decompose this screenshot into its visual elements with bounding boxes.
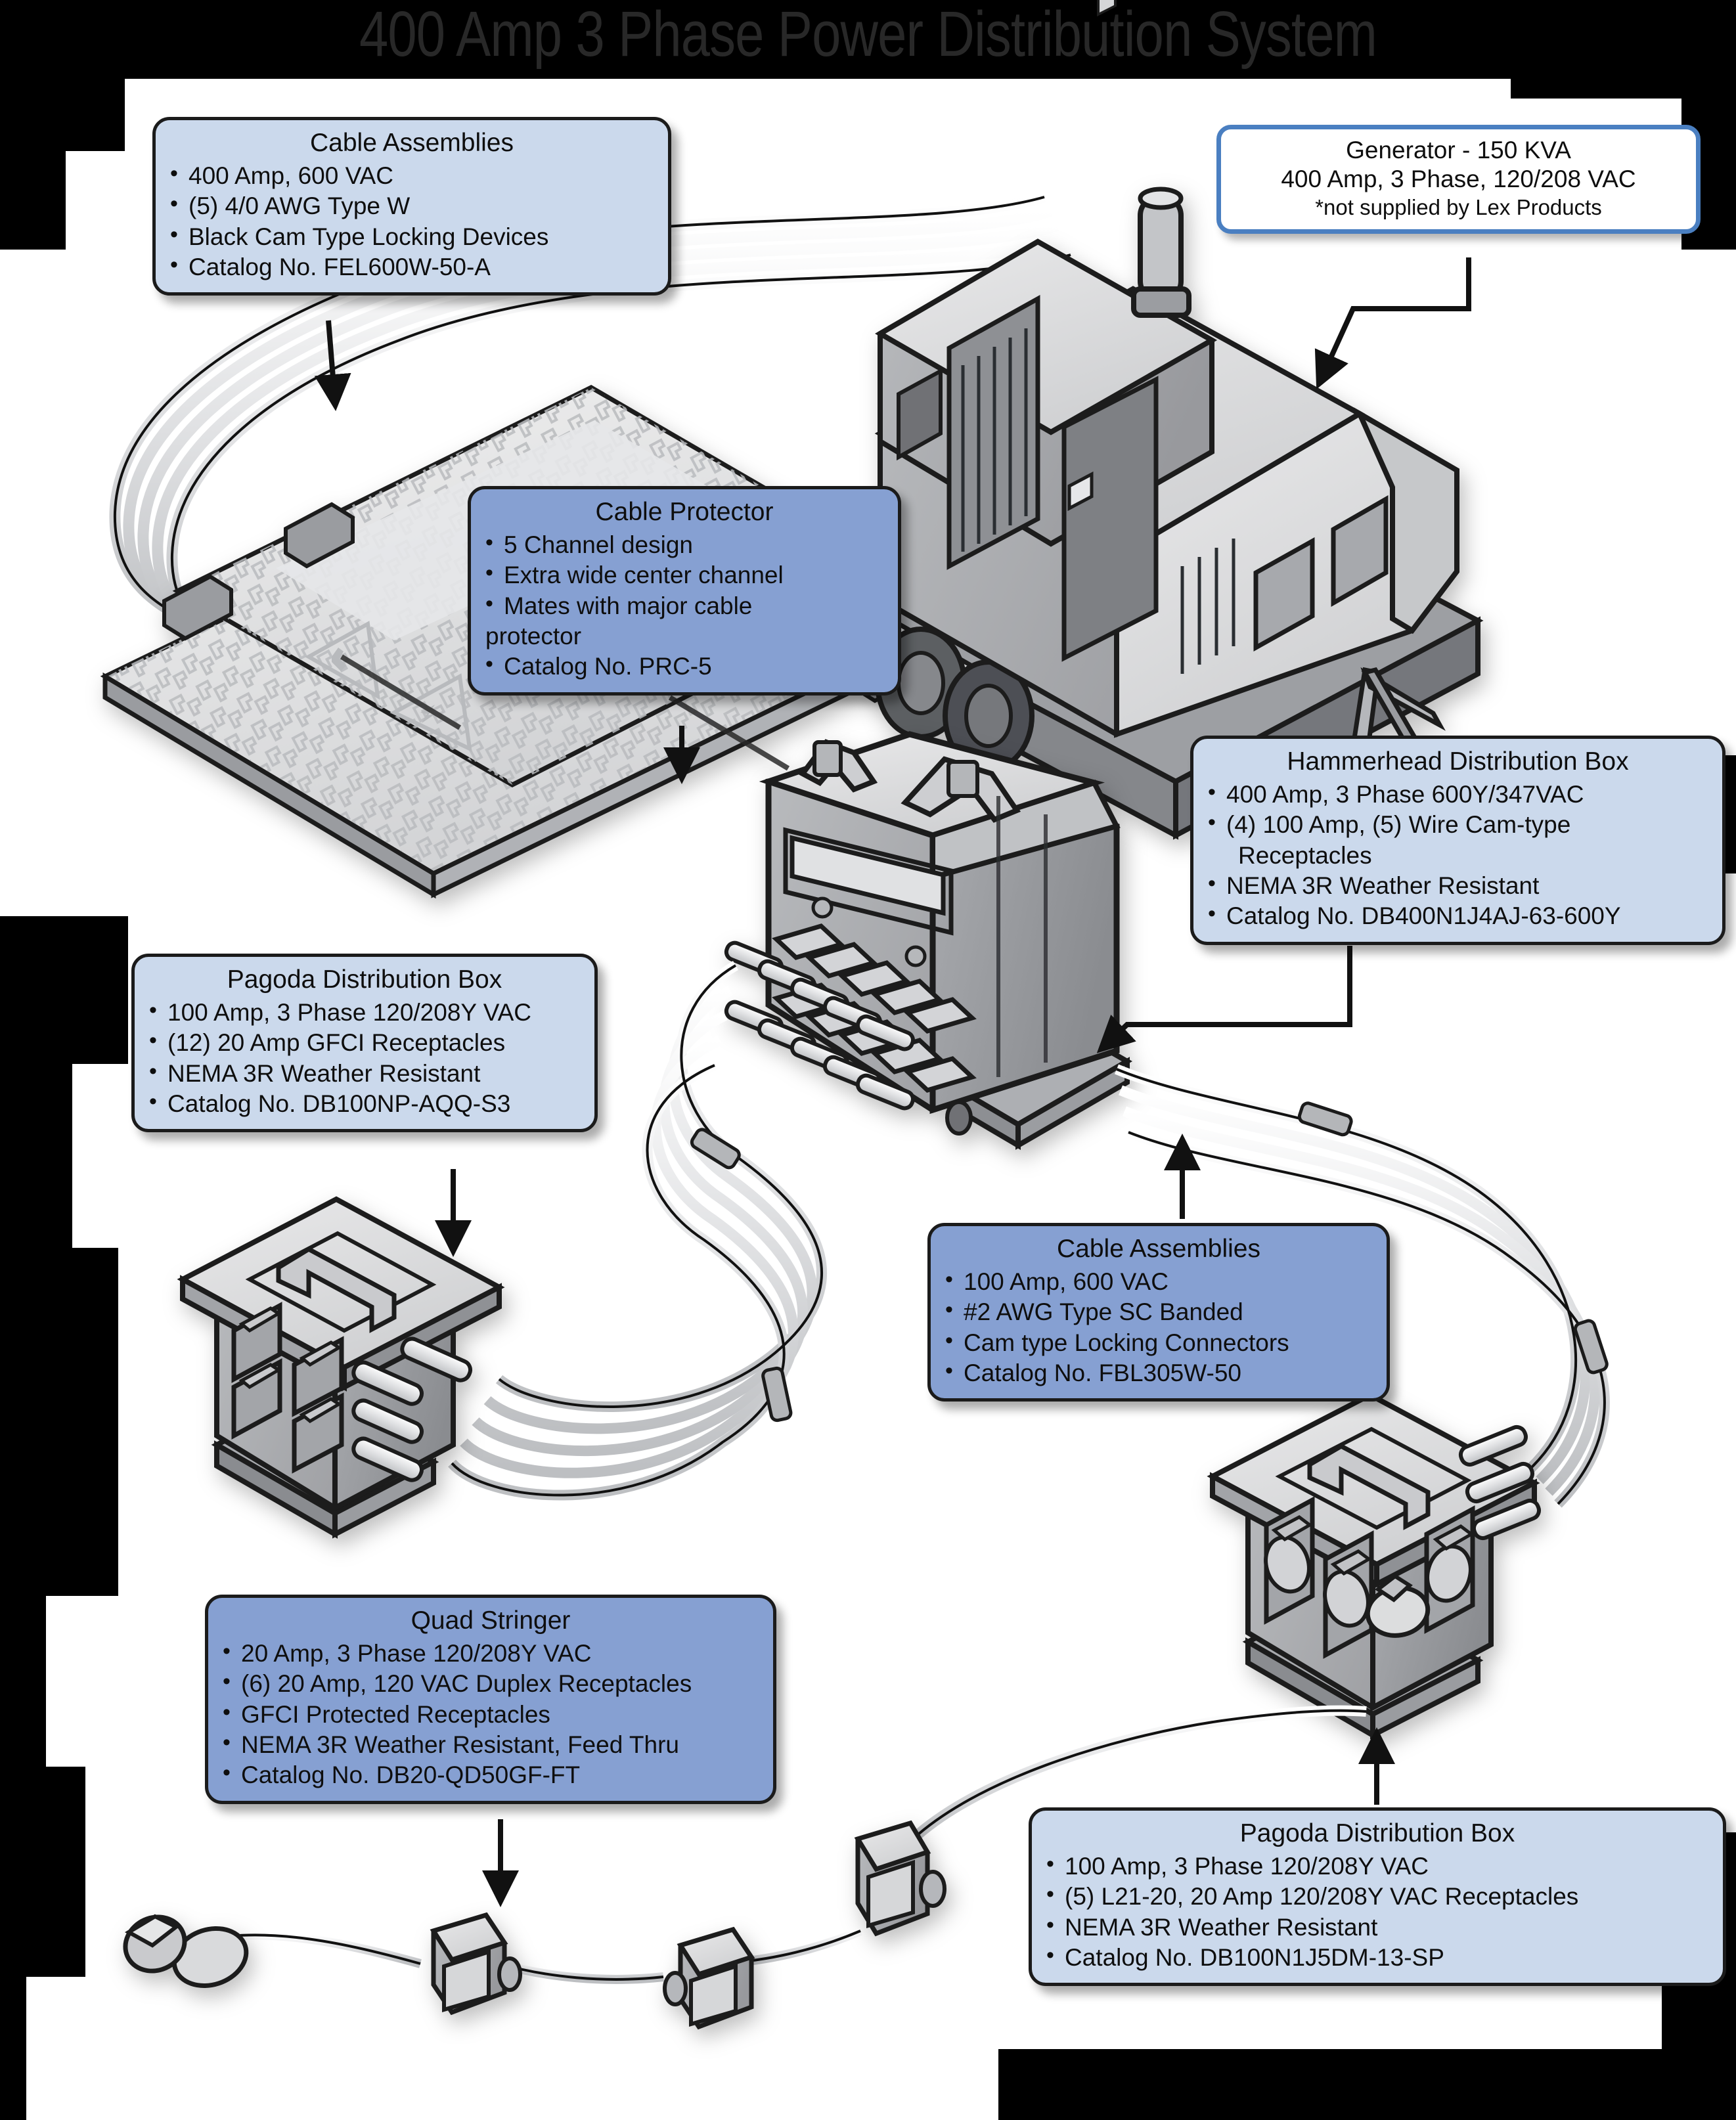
- callout-bullet-list: 400 Amp, 600 VAC (5) 4/0 AWG Type W Blac…: [166, 160, 657, 282]
- generator-line-1: Generator - 150 KVA: [1346, 137, 1571, 164]
- bullet-item: NEMA 3R Weather Resistant: [1042, 1912, 1712, 1942]
- bullet-item: Catalog No. DB100NP-AQQ-S3: [145, 1088, 584, 1118]
- callout-generator: Generator - 150 KVA 400 Amp, 3 Phase, 12…: [1216, 125, 1701, 234]
- callout-pagoda-top: Pagoda Distribution Box 100 Amp, 3 Phase…: [131, 954, 598, 1133]
- callout-quad-stringer: Quad Stringer 20 Amp, 3 Phase 120/208Y V…: [205, 1595, 776, 1804]
- callout-cable-assemblies-400: Cable Assemblies 400 Amp, 600 VAC (5) 4/…: [152, 117, 671, 296]
- bullet-item: Catalog No. DB400N1J4AJ-63-600Y: [1204, 900, 1712, 931]
- bullet-item: 400 Amp, 3 Phase 600Y/347VAC: [1204, 779, 1712, 809]
- bullet-item: Catalog No. FEL600W-50-A: [166, 252, 657, 282]
- bullet-item: (6) 20 Amp, 120 VAC Duplex Receptacles: [219, 1668, 763, 1698]
- bullet-item: 5 Channel design: [481, 529, 887, 560]
- page-title: 400 Amp 3 Phase Power Distribution Syste…: [359, 0, 1377, 70]
- bullet-item: Extra wide center channel: [481, 560, 887, 590]
- callout-bullet-list: 20 Amp, 3 Phase 120/208Y VAC (6) 20 Amp,…: [219, 1638, 763, 1790]
- bullet-item: NEMA 3R Weather Resistant, Feed Thru: [219, 1729, 763, 1759]
- callout-cable-assemblies-100: Cable Assemblies 100 Amp, 600 VAC #2 AWG…: [927, 1223, 1390, 1402]
- bullet-item-continuation: Receptacles: [1238, 841, 1372, 869]
- bullet-item: 100 Amp, 600 VAC: [941, 1266, 1376, 1296]
- bullet-item: Catalog No. PRC-5: [481, 651, 887, 681]
- callout-bullet-list: 5 Channel design Extra wide center chann…: [481, 529, 887, 682]
- bullet-item: #2 AWG Type SC Banded: [941, 1296, 1376, 1327]
- bullet-item: (4) 100 Amp, (5) Wire Cam-type: [1204, 809, 1712, 839]
- callout-pagoda-bottom: Pagoda Distribution Box 100 Amp, 3 Phase…: [1029, 1807, 1726, 1987]
- callout-heading: Pagoda Distribution Box: [1239, 1819, 1515, 1847]
- bullet-item: Mates with major cable: [481, 590, 887, 621]
- generator-line-3: *not supplied by Lex Products: [1315, 194, 1602, 219]
- bullet-item: GFCI Protected Receptacles: [219, 1699, 763, 1729]
- bullet-item: NEMA 3R Weather Resistant: [1204, 870, 1712, 900]
- callout-bullet-list: 100 Amp, 3 Phase 120/208Y VAC (5) L21-20…: [1042, 1851, 1712, 1973]
- bullet-item-continuation: protector: [485, 622, 582, 650]
- callout-cable-protector: Cable Protector 5 Channel design Extra w…: [468, 486, 901, 696]
- callout-heading: Cable Assemblies: [310, 129, 514, 157]
- bullet-item: 100 Amp, 3 Phase 120/208Y VAC: [145, 997, 584, 1027]
- callout-bullet-list: 100 Amp, 3 Phase 120/208Y VAC (12) 20 Am…: [145, 997, 584, 1119]
- callout-heading: Cable Protector: [595, 498, 774, 526]
- bullet-item: (12) 20 Amp GFCI Receptacles: [145, 1027, 584, 1057]
- generator-line-2: 400 Amp, 3 Phase, 120/208 VAC: [1281, 166, 1636, 193]
- bullet-item: Catalog No. FBL305W-50: [941, 1358, 1376, 1388]
- bullet-item: 400 Amp, 600 VAC: [166, 160, 657, 190]
- bullet-item: 20 Amp, 3 Phase 120/208Y VAC: [219, 1638, 763, 1668]
- callout-bullet-list: 400 Amp, 3 Phase 600Y/347VAC (4) 100 Amp…: [1204, 779, 1712, 931]
- bullet-item: 100 Amp, 3 Phase 120/208Y VAC: [1042, 1851, 1712, 1881]
- callout-heading: Quad Stringer: [411, 1606, 571, 1635]
- bullet-item: NEMA 3R Weather Resistant: [145, 1058, 584, 1088]
- bullet-item: Black Cam Type Locking Devices: [166, 221, 657, 252]
- callout-heading: Cable Assemblies: [1057, 1235, 1260, 1263]
- bullet-item: Catalog No. DB100N1J5DM-13-SP: [1042, 1942, 1712, 1972]
- callout-heading: Pagoda Distribution Box: [227, 965, 502, 994]
- callout-hammerhead: Hammerhead Distribution Box 400 Amp, 3 P…: [1190, 736, 1725, 945]
- callout-heading: Hammerhead Distribution Box: [1287, 747, 1629, 776]
- bullet-item: Cam type Locking Connectors: [941, 1327, 1376, 1358]
- bullet-item: (5) L21-20, 20 Amp 120/208Y VAC Receptac…: [1042, 1881, 1712, 1911]
- bullet-item: (5) 4/0 AWG Type W: [166, 190, 657, 221]
- callout-bullet-list: 100 Amp, 600 VAC #2 AWG Type SC Banded C…: [941, 1266, 1376, 1388]
- bullet-item: Catalog No. DB20-QD50GF-FT: [219, 1759, 763, 1790]
